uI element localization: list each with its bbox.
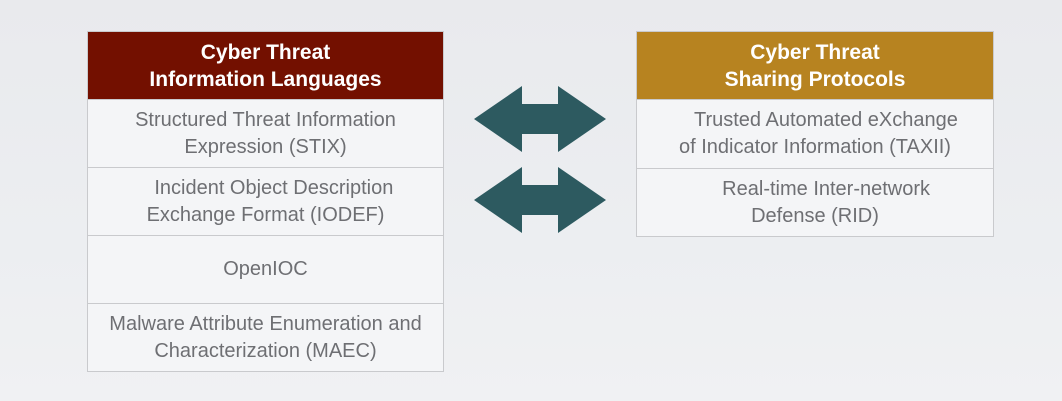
language-item-maec: Malware Attribute Enumeration and Charac… [88, 303, 443, 371]
languages-title-line2: Information Languages [149, 67, 382, 91]
protocol-item-line2: Defense (RID) [751, 205, 879, 227]
languages-panel: Cyber Threat Information Languages Struc… [87, 31, 444, 372]
language-item-line1: Structured Threat Information [135, 108, 396, 131]
languages-panel-header: Cyber Threat Information Languages [88, 32, 443, 99]
protocols-panel: Cyber Threat Sharing Protocols Trusted A… [636, 31, 994, 237]
protocol-item-line2: of Indicator Information (TAXII) [679, 136, 951, 158]
lower-arrow-shape [474, 167, 606, 233]
double-headed-arrow-icon [474, 86, 606, 233]
language-item-line2: Expression (STIX) [184, 135, 347, 158]
protocol-item-rid: Real-time Inter-network Defense (RID) [637, 168, 993, 237]
protocol-item-taxii: Trusted Automated eXchange of Indicator … [637, 99, 993, 168]
languages-title-line1: Cyber Threat [200, 40, 331, 64]
protocol-item-line1: Real-time Inter-network [699, 178, 931, 200]
language-item-line2: Exchange Format (IODEF) [146, 203, 385, 226]
upper-arrow-shape [474, 86, 606, 152]
language-item-stix: Structured Threat Information Expression… [88, 99, 443, 167]
protocols-title-line1: Cyber Threat [750, 40, 880, 64]
protocols-title-line2: Sharing Protocols [724, 67, 906, 91]
language-item-openioc: OpenIOC [88, 235, 443, 303]
language-item-line1: Incident Object Description [137, 176, 394, 199]
language-item-line1: OpenIOC [223, 258, 308, 280]
protocols-panel-header: Cyber Threat Sharing Protocols [637, 32, 993, 99]
language-item-iodef: Incident Object Description Exchange For… [88, 167, 443, 235]
language-item-line1: Malware Attribute Enumeration and [109, 312, 422, 335]
protocol-item-line1: Trusted Automated eXchange [672, 109, 958, 131]
language-item-line2: Characterization (MAEC) [154, 339, 377, 362]
